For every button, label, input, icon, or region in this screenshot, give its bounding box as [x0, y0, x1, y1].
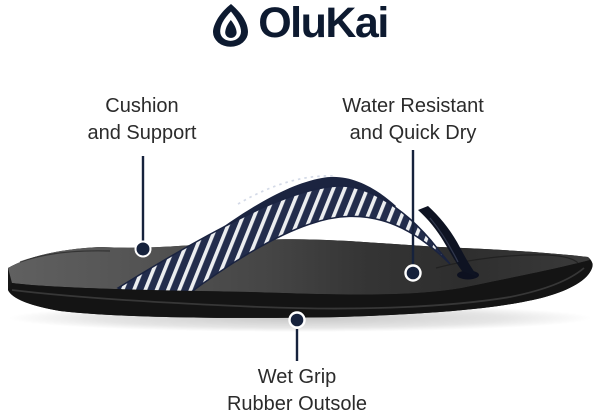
callout-label-cushion: Cushion and Support [32, 93, 252, 147]
callout-label-outsole: Wet Grip Rubber Outsole [187, 364, 407, 418]
strap-back [205, 176, 396, 248]
callout-label-water-line1: Water Resistant [342, 95, 484, 117]
callout-label-cushion-line1: Cushion [105, 95, 179, 117]
callout-dot-outsole [288, 311, 306, 329]
callout-label-water: Water Resistant and Quick Dry [303, 93, 523, 147]
callout-label-outsole-line2: Rubber Outsole [226, 393, 368, 415]
toe-post [418, 206, 478, 277]
olukai-drop-logo-icon [213, 4, 249, 47]
brand-logo: OluKai [0, 0, 600, 47]
heel-rim-groove [19, 250, 111, 263]
callout-dot-cushion [134, 240, 152, 258]
callout-dot-water [404, 264, 422, 282]
outsole-seam [11, 267, 585, 310]
callout-label-water-line2: and Quick Dry [349, 122, 477, 144]
callout-label-outsole-line1: Wet Grip [257, 366, 337, 388]
strap-stitching [237, 175, 335, 205]
brand-wordmark: OluKai [258, 0, 389, 47]
toe-post-highlight [429, 217, 459, 263]
sandal-sidewall [8, 260, 593, 318]
callout-label-cushion-line2: and Support [87, 122, 197, 144]
